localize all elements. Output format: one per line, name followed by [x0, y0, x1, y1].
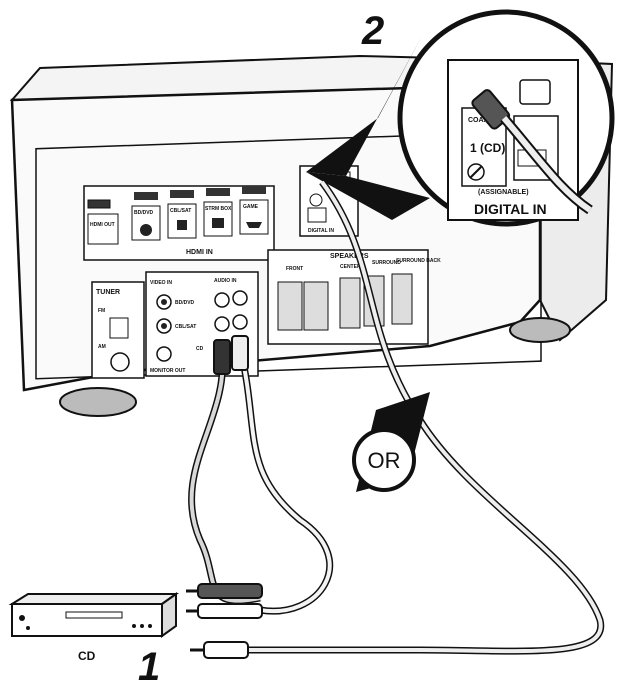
hdmi-in-port-2: CBL/SAT: [167, 190, 197, 239]
analog-cable-right: [236, 347, 334, 615]
monitor-out-label: MONITOR OUT: [150, 368, 185, 374]
coaxial-port-label: 1 (CD): [470, 141, 505, 155]
jack-cd-label: CD: [196, 346, 204, 352]
center-label: CENTER: [340, 264, 361, 270]
cd-label: CD: [78, 649, 96, 663]
hdmi-in-label-1: BD/DVD: [134, 210, 154, 216]
fm-label: FM: [98, 308, 105, 314]
step-2-number: 2: [361, 9, 384, 53]
jack-cbl-label: CBL/SAT: [175, 324, 196, 330]
front-label: FRONT: [286, 266, 303, 272]
step-1-number: 1: [138, 645, 160, 687]
audio-in-label: AUDIO IN: [214, 278, 237, 284]
digital-in-label: DIGITAL IN: [474, 201, 547, 217]
cd-player: CD: [8, 592, 180, 663]
assignable-label: (ASSIGNABLE): [478, 189, 529, 196]
am-label: AM: [98, 344, 106, 350]
video-in-label: VIDEO IN: [150, 280, 172, 286]
receiver-foot-right: [509, 317, 571, 343]
or-indicator: OR: [352, 392, 430, 492]
analog-plugs-receiver: [213, 335, 249, 375]
cd-plugs: [186, 583, 263, 659]
speaker-terminals-center: [339, 277, 361, 329]
surround-label: SURROUND: [372, 260, 401, 266]
hdmi-in-port-3: STRM BOX: [203, 188, 233, 237]
hdmi-in-label: HDMI IN: [186, 249, 213, 256]
hdmi-in-label-4: GAME: [243, 204, 259, 210]
hdmi-in-port-4: GAME: [239, 186, 269, 235]
hdmi-in-label-2: CBL/SAT: [170, 208, 191, 214]
coaxial-plug-zoom: [471, 89, 593, 215]
digital-in-small-label: DIGITAL IN: [308, 228, 334, 234]
jack-bd-label: BD/DVD: [175, 300, 195, 306]
jack-row-cbl: CBL/SAT: [156, 314, 248, 334]
monitor-out-jack: MONITOR OUT: [150, 346, 185, 374]
hdmi-out-label: HDMI OUT: [90, 222, 115, 228]
cables: [188, 179, 605, 655]
tuner-section: TUNER FM AM: [91, 281, 145, 379]
tuner-label: TUNER: [96, 289, 120, 296]
zoom-callout: COAXIAL 1 (CD) (ASSIGNABLE) DIGITAL IN: [306, 9, 615, 227]
speaker-terminals-front: [277, 281, 329, 331]
speakers-label: SPEAKERS: [330, 253, 369, 260]
hdmi-out-port: HDMI OUT: [87, 199, 119, 245]
hdmi-in-port-1: BD/DVD: [131, 192, 161, 241]
jack-row-bd: BD/DVD: [156, 290, 248, 310]
speaker-terminals-surround-back: [391, 273, 413, 325]
coaxial-label: COAXIAL: [468, 117, 500, 124]
hdmi-section: HDMI OUT BD/DVD CBL/SAT STRM BOX GAME: [83, 185, 275, 261]
or-label: OR: [368, 448, 401, 473]
speakers-section: SPEAKERS FRONT CENTER SURROUND SURROUND …: [267, 249, 441, 345]
hdmi-in-label-3: STRM BOX: [205, 206, 232, 212]
receiver-foot-left: [59, 387, 137, 417]
surround-back-label: SURROUND BACK: [396, 258, 441, 264]
